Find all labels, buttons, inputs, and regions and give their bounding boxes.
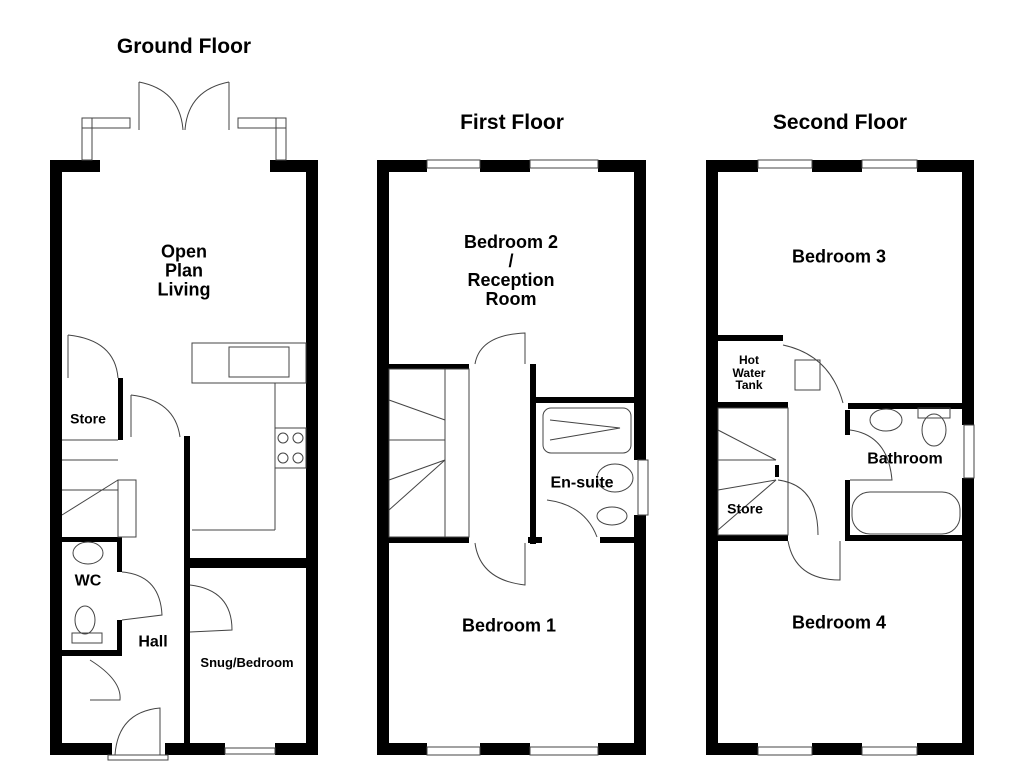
floor-title-ground: Ground Floor bbox=[116, 35, 252, 58]
room-label-bedroom-2: Bedroom 2 / Reception Room bbox=[463, 232, 559, 309]
floor-title-second: Second Floor bbox=[772, 111, 908, 134]
room-label-bedroom-4: Bedroom 4 bbox=[791, 612, 887, 633]
room-label-bedroom-1: Bedroom 1 bbox=[461, 615, 557, 636]
room-label-wc: WC bbox=[74, 572, 102, 590]
room-label-hall: Hall bbox=[138, 633, 168, 651]
room-label-store-ground: Store bbox=[70, 410, 106, 427]
room-label-open-plan-living: Open Plan Living bbox=[157, 241, 211, 300]
floor-title-first: First Floor bbox=[460, 111, 564, 134]
room-label-snug-bedroom: Snug/Bedroom bbox=[200, 655, 294, 671]
room-label-hot-water-tank: Hot Water Tank bbox=[732, 353, 766, 393]
walls bbox=[50, 160, 974, 755]
room-label-bedroom-3: Bedroom 3 bbox=[791, 246, 887, 267]
room-label-en-suite: En-suite bbox=[550, 474, 614, 492]
room-label-bathroom: Bathroom bbox=[867, 450, 943, 468]
room-label-store-second: Store bbox=[727, 500, 763, 517]
fixtures bbox=[61, 81, 975, 761]
